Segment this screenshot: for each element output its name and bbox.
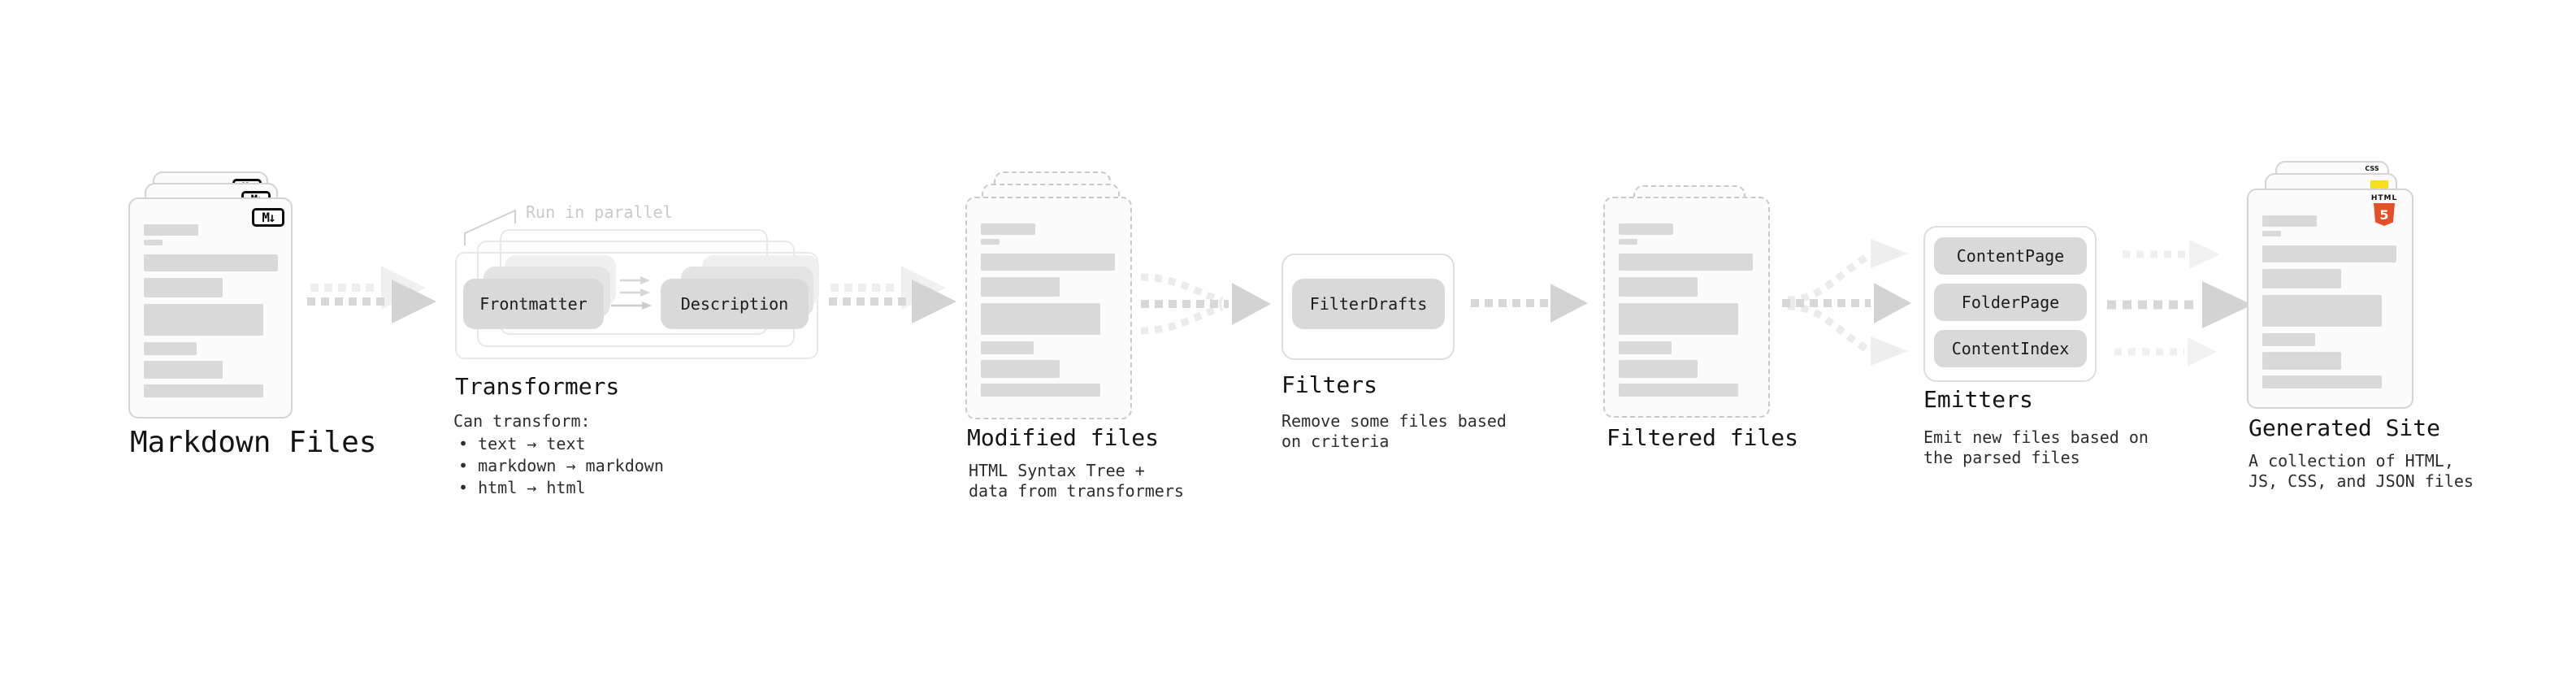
placeholder-bar <box>1619 360 1698 378</box>
contentindex-pill: ContentIndex <box>1934 330 2087 367</box>
emitters-caption: Emit new files based on the parsed files <box>1923 427 2149 467</box>
placeholder-bar <box>981 254 1115 271</box>
placeholder-bar <box>1619 277 1698 297</box>
transformers-bullet-list: • text → text • markdown → markdown • ht… <box>458 433 664 499</box>
html5-icon-five: 5 <box>2379 206 2389 223</box>
stage-title-transformers: Transformers <box>455 373 620 400</box>
html5-icon-word: HTML <box>2370 194 2398 202</box>
frontmatter-pill: Frontmatter <box>463 279 604 329</box>
modified-files-caption: HTML Syntax Tree + data from transformer… <box>969 461 1184 501</box>
placeholder-bar <box>2262 245 2396 262</box>
placeholder-bar <box>981 303 1100 335</box>
transformers-caption: Can transform: <box>453 411 591 431</box>
contentpage-pill: ContentPage <box>1934 237 2087 275</box>
placeholder-bar <box>2262 269 2341 288</box>
markdown-file-card-front: M↓ <box>128 197 293 419</box>
placeholder-bar <box>981 277 1060 297</box>
markdown-icon-label: M↓ <box>262 210 275 225</box>
placeholder-bar <box>2262 231 2281 236</box>
placeholder-bar <box>2262 375 2382 388</box>
stage-title-markdown-files: Markdown Files <box>130 426 377 459</box>
arrow-transformers-to-modified <box>829 266 956 323</box>
generated-file-card-front: HTML 5 <box>2247 189 2413 409</box>
placeholder-bar <box>2262 352 2341 370</box>
placeholder-bar <box>1619 239 1637 245</box>
html5-icon-shield: 5 <box>2374 203 2395 226</box>
stage-title-generated-site: Generated Site <box>2249 414 2441 441</box>
placeholder-bar <box>144 278 223 297</box>
placeholder-bar <box>981 239 1000 245</box>
placeholder-bar <box>144 240 163 245</box>
html5-icon: HTML 5 <box>2366 194 2402 226</box>
placeholder-bar <box>1619 254 1753 271</box>
stage-title-filters: Filters <box>1281 371 1378 398</box>
stage-title-modified-files: Modified files <box>967 424 1160 451</box>
arrow-filtered-to-emitters-split <box>1782 239 1911 366</box>
javascript-icon <box>2370 180 2388 189</box>
arrow-ghost <box>310 266 426 310</box>
placeholder-bar <box>144 254 278 271</box>
arrow-modified-to-filters-merge <box>1140 273 1271 335</box>
placeholder-bar <box>144 384 263 397</box>
placeholder-bar <box>144 342 197 355</box>
placeholder-bar <box>1619 223 1673 235</box>
description-pill: Description <box>661 279 809 329</box>
css-icon-label: CSS <box>2365 165 2379 172</box>
bullet-item: • html → html <box>458 478 586 497</box>
placeholder-bar <box>2262 215 2317 227</box>
placeholder-bar <box>2262 295 2382 327</box>
arrow-markdown-to-transformers <box>307 266 436 323</box>
placeholder-bar <box>144 304 263 336</box>
file-content-placeholder <box>144 199 291 417</box>
file-content-placeholder <box>2262 190 2412 407</box>
placeholder-bar <box>981 341 1034 354</box>
file-content-placeholder <box>1619 198 1768 416</box>
bullet-item: • text → text <box>458 434 586 453</box>
generated-site-caption: A collection of HTML, JS, CSS, and JSON … <box>2249 451 2474 491</box>
placeholder-bar <box>981 360 1060 378</box>
stage-title-emitters: Emitters <box>1923 386 2033 413</box>
filterdrafts-pill: FilterDrafts <box>1292 279 1445 329</box>
file-content-placeholder <box>981 198 1130 418</box>
filtered-file-card-front <box>1603 197 1770 418</box>
filters-caption: Remove some files based on criteria <box>1281 411 1507 451</box>
placeholder-bar <box>981 384 1100 397</box>
bullet-item: • markdown → markdown <box>458 456 664 475</box>
arrows-emitters-to-generated <box>2107 240 2253 367</box>
placeholder-bar <box>1619 341 1672 354</box>
arrow-ghost <box>830 266 946 310</box>
placeholder-bar <box>144 224 198 236</box>
modified-file-card-front <box>965 197 1132 419</box>
run-in-parallel-note: Run in parallel <box>526 202 673 222</box>
placeholder-bar <box>144 361 223 379</box>
placeholder-bar <box>1619 303 1738 335</box>
folderpage-pill: FolderPage <box>1934 284 2087 321</box>
placeholder-bar <box>1619 384 1738 397</box>
markdown-icon: M↓ <box>252 208 284 227</box>
transformer-layer-front <box>455 252 818 359</box>
stage-title-filtered-files: Filtered files <box>1607 424 1799 451</box>
placeholder-bar <box>981 223 1035 235</box>
placeholder-bar <box>2262 333 2315 346</box>
arrow-filters-to-filtered <box>1471 284 1588 323</box>
